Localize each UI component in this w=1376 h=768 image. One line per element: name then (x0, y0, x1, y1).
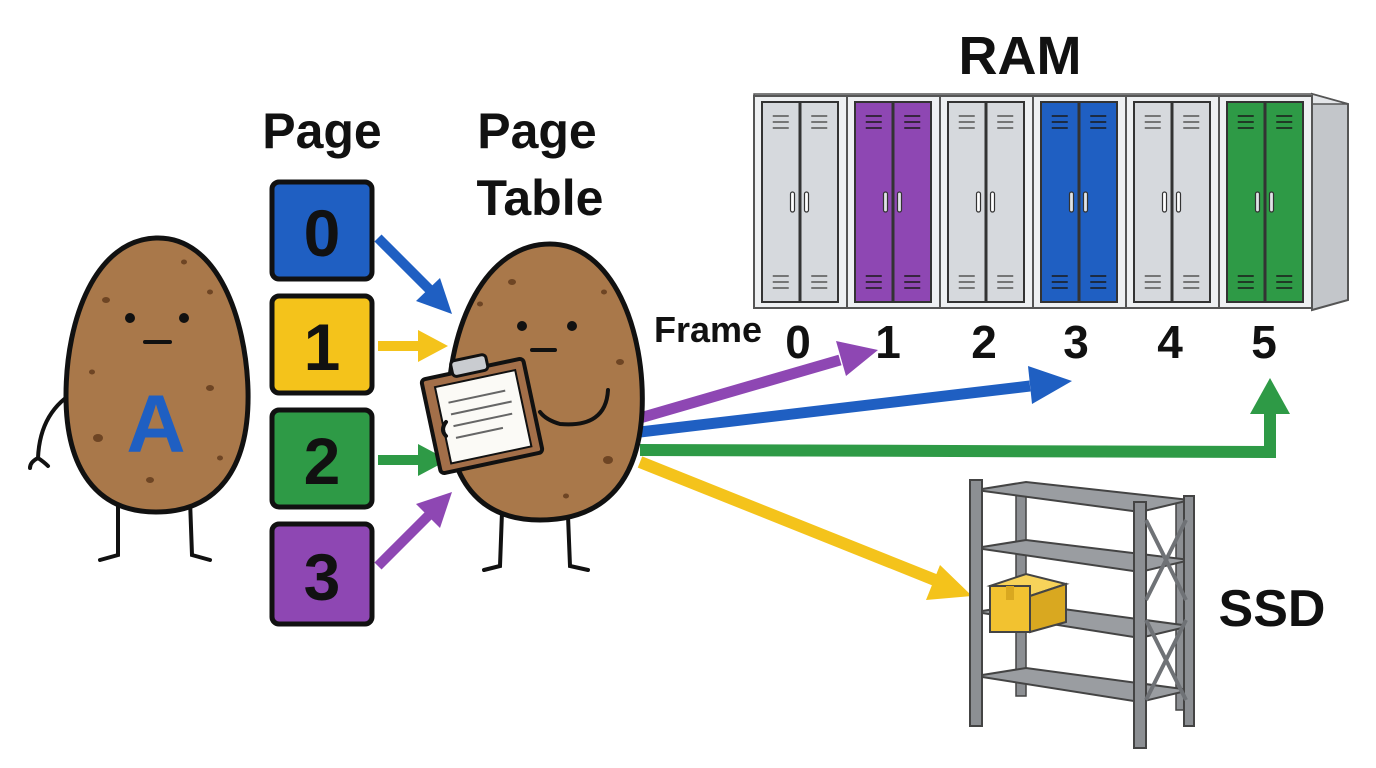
ram-side-panel (1311, 92, 1349, 312)
ram-title: RAM (959, 26, 1082, 86)
potato-a-body (63, 235, 251, 515)
page-number-0: 0 (304, 196, 341, 270)
locker-door (1133, 101, 1173, 303)
arrow-page1-to-table (378, 330, 448, 362)
ssd-shelf (969, 479, 1195, 749)
potato-a-left-eye (125, 313, 135, 323)
arrow-table-to-frame1 (638, 341, 878, 424)
page-table-title-line2: Table (477, 170, 604, 226)
clipboard (419, 353, 545, 476)
frame-number-1: 1 (875, 316, 901, 368)
mapping-arrows (374, 234, 1290, 600)
potato-a-right-leg (188, 498, 212, 562)
arrow-table-to-frame5 (639, 378, 1290, 459)
ram-frame-0 (753, 95, 848, 309)
potato-pt-left-hand (441, 420, 448, 438)
frame-numbers: 0 1 2 3 4 5 (785, 316, 1277, 368)
frame-number-2: 2 (971, 316, 997, 368)
ram-frame-3 (1032, 95, 1127, 309)
ram-frame-5 (1218, 95, 1313, 309)
page-header: Page (262, 103, 382, 159)
page-box-3: 3 (269, 521, 375, 627)
ram-frame-1 (846, 95, 941, 309)
potato-pt-right-leg (566, 514, 590, 572)
ssd-label: SSD (1219, 580, 1326, 638)
frame-number-4: 4 (1157, 316, 1183, 368)
potato-a-spots (89, 259, 223, 483)
potato-pt-spots (477, 279, 624, 499)
locker-door (1078, 101, 1118, 303)
potato-a-left-leg (98, 498, 120, 562)
page-number-2: 2 (304, 424, 341, 498)
ram-lockers (753, 92, 1349, 312)
potato-pt-left-leg (482, 510, 504, 572)
page-number-1: 1 (304, 310, 341, 384)
frame-number-0: 0 (785, 316, 811, 368)
page-box-1: 1 (269, 293, 375, 396)
page-number-3: 3 (304, 540, 341, 614)
potato-pt-right-eye (567, 321, 577, 331)
page-table-potato (419, 241, 645, 572)
arrow-page2-to-table (378, 444, 448, 476)
ram-frame-2 (939, 95, 1034, 309)
locker-door (985, 101, 1025, 303)
potato-pt-right-arm (538, 388, 610, 427)
potato-a-right-eye (179, 313, 189, 323)
potato-pt-left-eye (517, 321, 527, 331)
page-column: 0 1 2 3 (269, 179, 375, 627)
ssd-box (986, 572, 1070, 634)
arrow-page3-to-table (374, 492, 452, 570)
page-box-0: 0 (269, 179, 375, 282)
ram-frame-4 (1125, 95, 1220, 309)
page-table-title-line1: Page (477, 103, 597, 159)
arrow-table-to-ssd (637, 456, 972, 600)
process-letter: A (126, 379, 185, 470)
frame-label: Frame (654, 309, 762, 350)
arrow-table-to-frame3 (639, 366, 1072, 438)
arrow-page0-to-table (374, 234, 452, 314)
page-box-2: 2 (269, 407, 375, 510)
process-potato: A (28, 235, 251, 562)
frame-number-5: 5 (1251, 316, 1277, 368)
frame-number-3: 3 (1063, 316, 1089, 368)
